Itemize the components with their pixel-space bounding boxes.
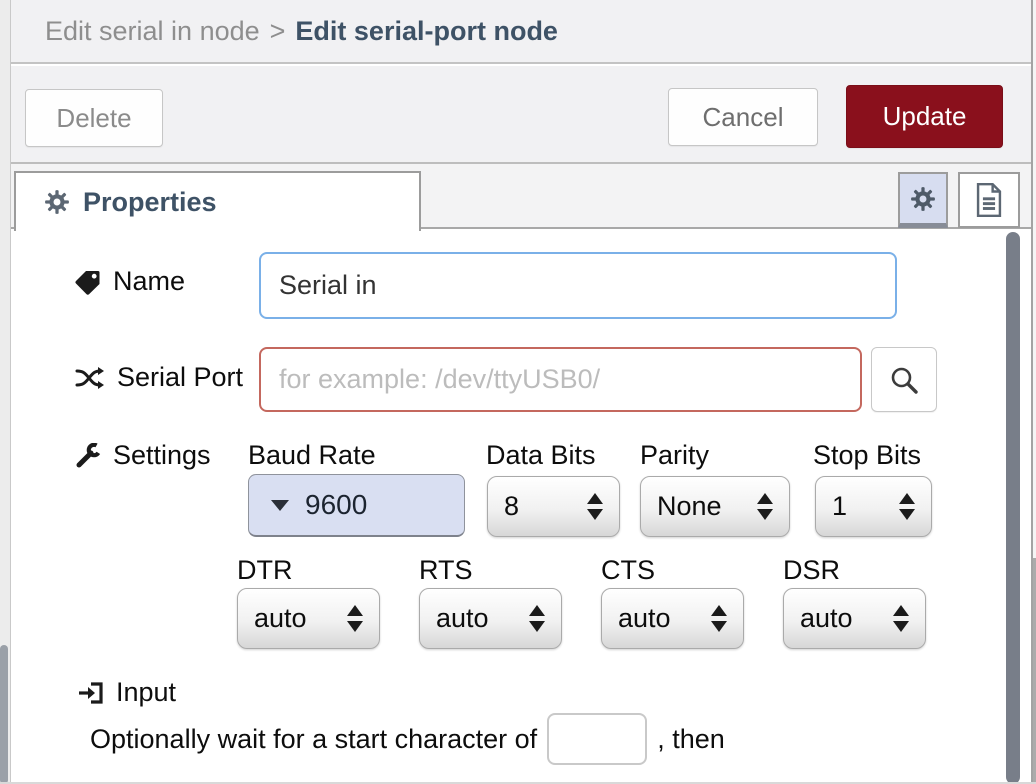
page-right-strip <box>1033 0 1036 782</box>
document-icon <box>974 183 1004 217</box>
cts-label: CTS <box>601 555 655 585</box>
breadcrumb-current: Edit serial-port node <box>295 15 558 46</box>
search-icon <box>889 365 919 395</box>
spinner-arrows-icon <box>347 605 363 632</box>
form-scrollbar-thumb[interactable] <box>1006 232 1020 782</box>
spinner-arrows-icon <box>711 605 727 632</box>
cancel-button[interactable]: Cancel <box>668 88 818 146</box>
baud-rate-value: 9600 <box>305 489 368 520</box>
rts-label: RTS <box>419 555 473 585</box>
delete-button[interactable]: Delete <box>25 89 163 147</box>
spinner-arrows-icon <box>899 493 915 520</box>
data-bits-value: 8 <box>504 491 520 521</box>
node-info-button[interactable] <box>958 172 1020 228</box>
baud-rate-label: Baud Rate <box>248 440 376 470</box>
cts-value: auto <box>618 603 671 633</box>
outer-right-scrollbar-thumb[interactable] <box>1033 558 1036 782</box>
serial-port-input[interactable] <box>259 347 862 412</box>
parity-select[interactable]: None <box>640 476 790 537</box>
tab-properties[interactable]: Properties <box>14 171 421 231</box>
gear-icon <box>44 189 70 215</box>
spinner-arrows-icon <box>587 493 603 520</box>
gear-icon <box>910 186 936 212</box>
tray-right-border <box>1031 0 1033 782</box>
sign-in-icon <box>78 680 104 706</box>
dsr-label: DSR <box>783 555 841 585</box>
settings-label: Settings <box>75 440 211 471</box>
update-button[interactable]: Update <box>846 85 1003 148</box>
rts-value: auto <box>436 603 489 633</box>
outer-left-scrollbar-thumb[interactable] <box>0 645 8 782</box>
shuffle-icon <box>75 365 105 391</box>
name-label: Name <box>75 266 185 297</box>
wrench-icon <box>75 442 101 469</box>
start-character-sentence: Optionally wait for a start character of… <box>90 713 725 765</box>
spinner-arrows-icon <box>893 605 909 632</box>
parity-label: Parity <box>640 440 710 470</box>
data-bits-select[interactable]: 8 <box>487 476 620 537</box>
rts-select[interactable]: auto <box>419 588 562 649</box>
dtr-select[interactable]: auto <box>237 588 380 649</box>
dsr-select[interactable]: auto <box>783 588 926 649</box>
stop-bits-select[interactable]: 1 <box>815 476 932 537</box>
spinner-arrows-icon <box>757 493 773 520</box>
start-character-input[interactable] <box>547 713 648 765</box>
name-input[interactable] <box>259 252 897 319</box>
breadcrumb-separator: > <box>269 15 286 46</box>
spinner-arrows-icon <box>529 605 545 632</box>
stop-bits-value: 1 <box>832 491 848 521</box>
dsr-value: auto <box>800 603 853 633</box>
stop-bits-label: Stop Bits <box>813 440 922 470</box>
data-bits-label: Data Bits <box>486 440 596 470</box>
tab-bar: Properties <box>11 164 1032 231</box>
tab-properties-label: Properties <box>83 186 217 217</box>
dtr-label: DTR <box>237 555 293 585</box>
serial-port-label: Serial Port <box>75 362 243 393</box>
dtr-value: auto <box>254 603 307 633</box>
page-left-gutter <box>0 0 11 782</box>
caret-down-icon <box>271 499 289 511</box>
cts-select[interactable]: auto <box>601 588 744 649</box>
sentence-before: Optionally wait for a start character of <box>90 723 538 754</box>
sentence-after: , then <box>657 723 725 754</box>
baud-rate-select[interactable]: 9600 <box>248 474 465 537</box>
dialog-toolbar: Delete Cancel Update <box>11 66 1032 164</box>
tag-icon <box>75 269 101 295</box>
input-section-label: Input <box>78 677 176 708</box>
breadcrumb-parent[interactable]: Edit serial in node <box>45 15 260 46</box>
tray-header: Edit serial in node > Edit serial-port n… <box>11 0 1032 64</box>
node-settings-button[interactable] <box>898 172 948 228</box>
properties-form: Name Serial Port <box>11 231 1006 782</box>
parity-value: None <box>657 491 722 521</box>
serial-port-search-button[interactable] <box>871 347 937 412</box>
